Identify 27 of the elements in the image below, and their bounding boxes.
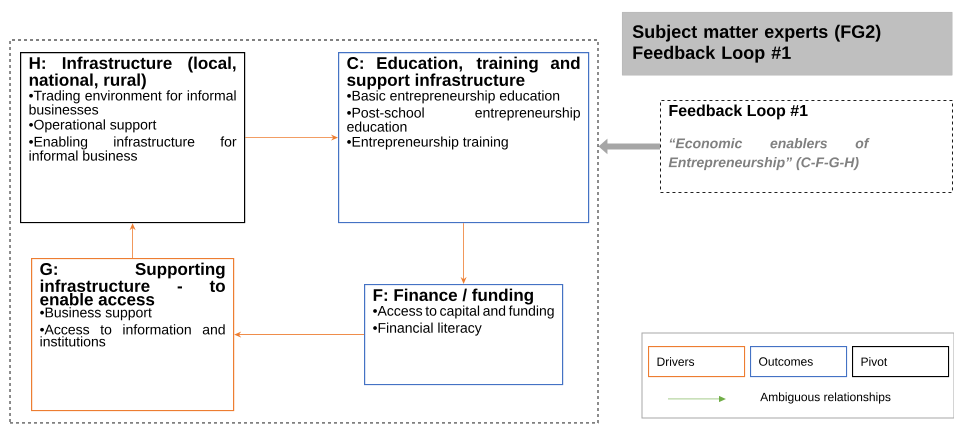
box-heading: C: Education, training and support infrastructure	[347, 56, 580, 90]
box-heading: F: Finance / funding	[374, 288, 533, 305]
pivot-box	[20, 52, 246, 224]
box-heading: G: Supporting infrastructure - to enable access	[40, 262, 225, 306]
outcome-box	[338, 52, 590, 224]
bullet-item: •Entrepreneurship training	[347, 136, 508, 150]
bullet-item: •Financial literacy	[373, 322, 482, 336]
bullet-item: •Post-school entrepreneurship education	[347, 107, 580, 132]
bullet-item: •Access to capital and funding	[373, 306, 554, 319]
legend-text: Outcomes	[759, 357, 813, 366]
feedback-box	[660, 100, 953, 193]
bullet-item: •Basic entrepreneurship education	[347, 90, 560, 104]
legend-text: Pivot	[862, 357, 888, 366]
legend-text: Ambiguous relationships	[760, 392, 890, 404]
bullet-item: •Business support	[40, 307, 152, 320]
driver-box	[31, 258, 234, 412]
bullet-item: •Operational support	[29, 119, 156, 132]
legend-text: Drivers	[658, 357, 694, 366]
box-heading: H: Infrastructure (local, national, rural)	[30, 56, 236, 90]
bullet-item: •Access to information and institutions	[40, 324, 225, 346]
bullet-item: •Enabling infrastructure for informal business	[29, 136, 236, 161]
dashed-frame	[10, 40, 598, 424]
box-heading: Feedback Loop #1	[670, 104, 808, 120]
quote-text: “Economic enablers of Entrepreneurship” (C-F-G-H)	[668, 138, 870, 170]
outcome-box	[364, 284, 564, 386]
bullet-item: •Trading environment for informal businesses	[29, 90, 236, 115]
title: Subject matter experts (FG2) Feedback Loop #1	[632, 24, 880, 63]
